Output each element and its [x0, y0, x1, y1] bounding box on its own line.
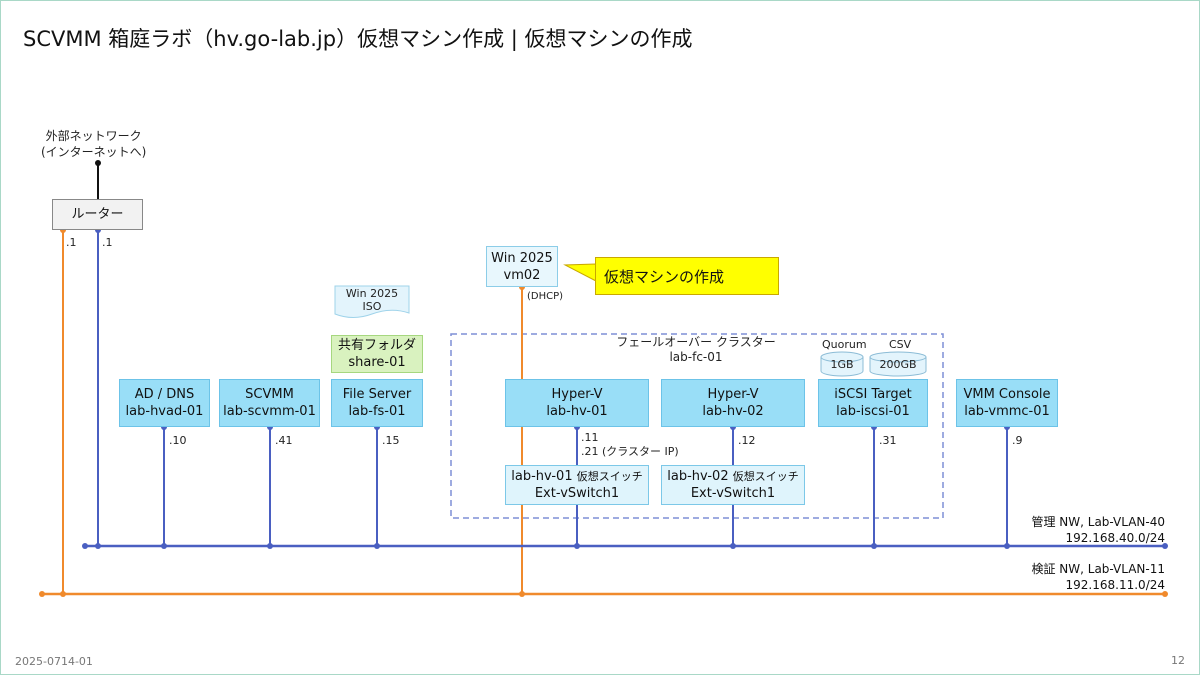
hv01-ip: .11 .21 (クラスター IP): [581, 431, 679, 458]
csv-disk-icon: [869, 351, 927, 377]
vswitch-hv01: lab-hv-01 仮想スイッチ Ext-vSwitch1: [505, 465, 649, 505]
router-blue-ip: .1: [102, 236, 113, 249]
iso-document-shape: [334, 285, 410, 318]
management-nw-label: 管理 NW, Lab-VLAN-40 192.168.40.0/24: [1031, 515, 1165, 545]
verification-nw-end-left: [39, 591, 45, 597]
router-orange-ip: .1: [66, 236, 77, 249]
cluster-label: フェールオーバー クラスター lab-fc-01: [616, 335, 776, 364]
page-number: 12: [1171, 654, 1185, 667]
callout-create-vm: 仮想マシンの作成: [595, 257, 779, 295]
footer-doc-id: 2025-0714-01: [15, 655, 93, 668]
cluster-frame: [450, 333, 944, 519]
callout-pointer: [563, 263, 597, 282]
fs-ip: .15: [382, 434, 400, 447]
quorum-label: Quorum: [822, 338, 867, 351]
csv-size: 200GB: [879, 358, 917, 371]
ad-ip: .10: [169, 434, 187, 447]
quorum-size: 1GB: [830, 358, 854, 371]
hv02-ip: .12: [738, 434, 756, 447]
router-blue-dot-bottom: [95, 543, 101, 549]
external-network-label: 外部ネットワーク (インターネットへ): [41, 129, 147, 159]
vswitch-hv02: lab-hv-02 仮想スイッチ Ext-vSwitch1: [661, 465, 805, 505]
csv-label: CSV: [889, 338, 912, 351]
vm-orange-dot-bottom: [519, 591, 525, 597]
verification-nw-end-right: [1162, 591, 1168, 597]
iso-label: Win 2025 ISO: [345, 287, 399, 313]
management-nw-end-right: [1162, 543, 1168, 549]
iscsi-ip: .31: [879, 434, 897, 447]
verification-nw-label: 検証 NW, Lab-VLAN-11 192.168.11.0/24: [1031, 562, 1165, 592]
scvmm-ip: .41: [275, 434, 293, 447]
page-title: SCVMM 箱庭ラボ（hv.go-lab.jp）仮想マシン作成 | 仮想マシンの…: [23, 27, 693, 51]
router-orange-dot-bottom: [60, 591, 66, 597]
management-nw-end-left: [82, 543, 88, 549]
vm-ip: (DHCP): [527, 291, 564, 302]
external-link-dot: [95, 160, 101, 166]
vmmc-ip: .9: [1012, 434, 1023, 447]
quorum-disk-icon: [820, 351, 864, 377]
router-node: ルーター: [52, 199, 143, 230]
